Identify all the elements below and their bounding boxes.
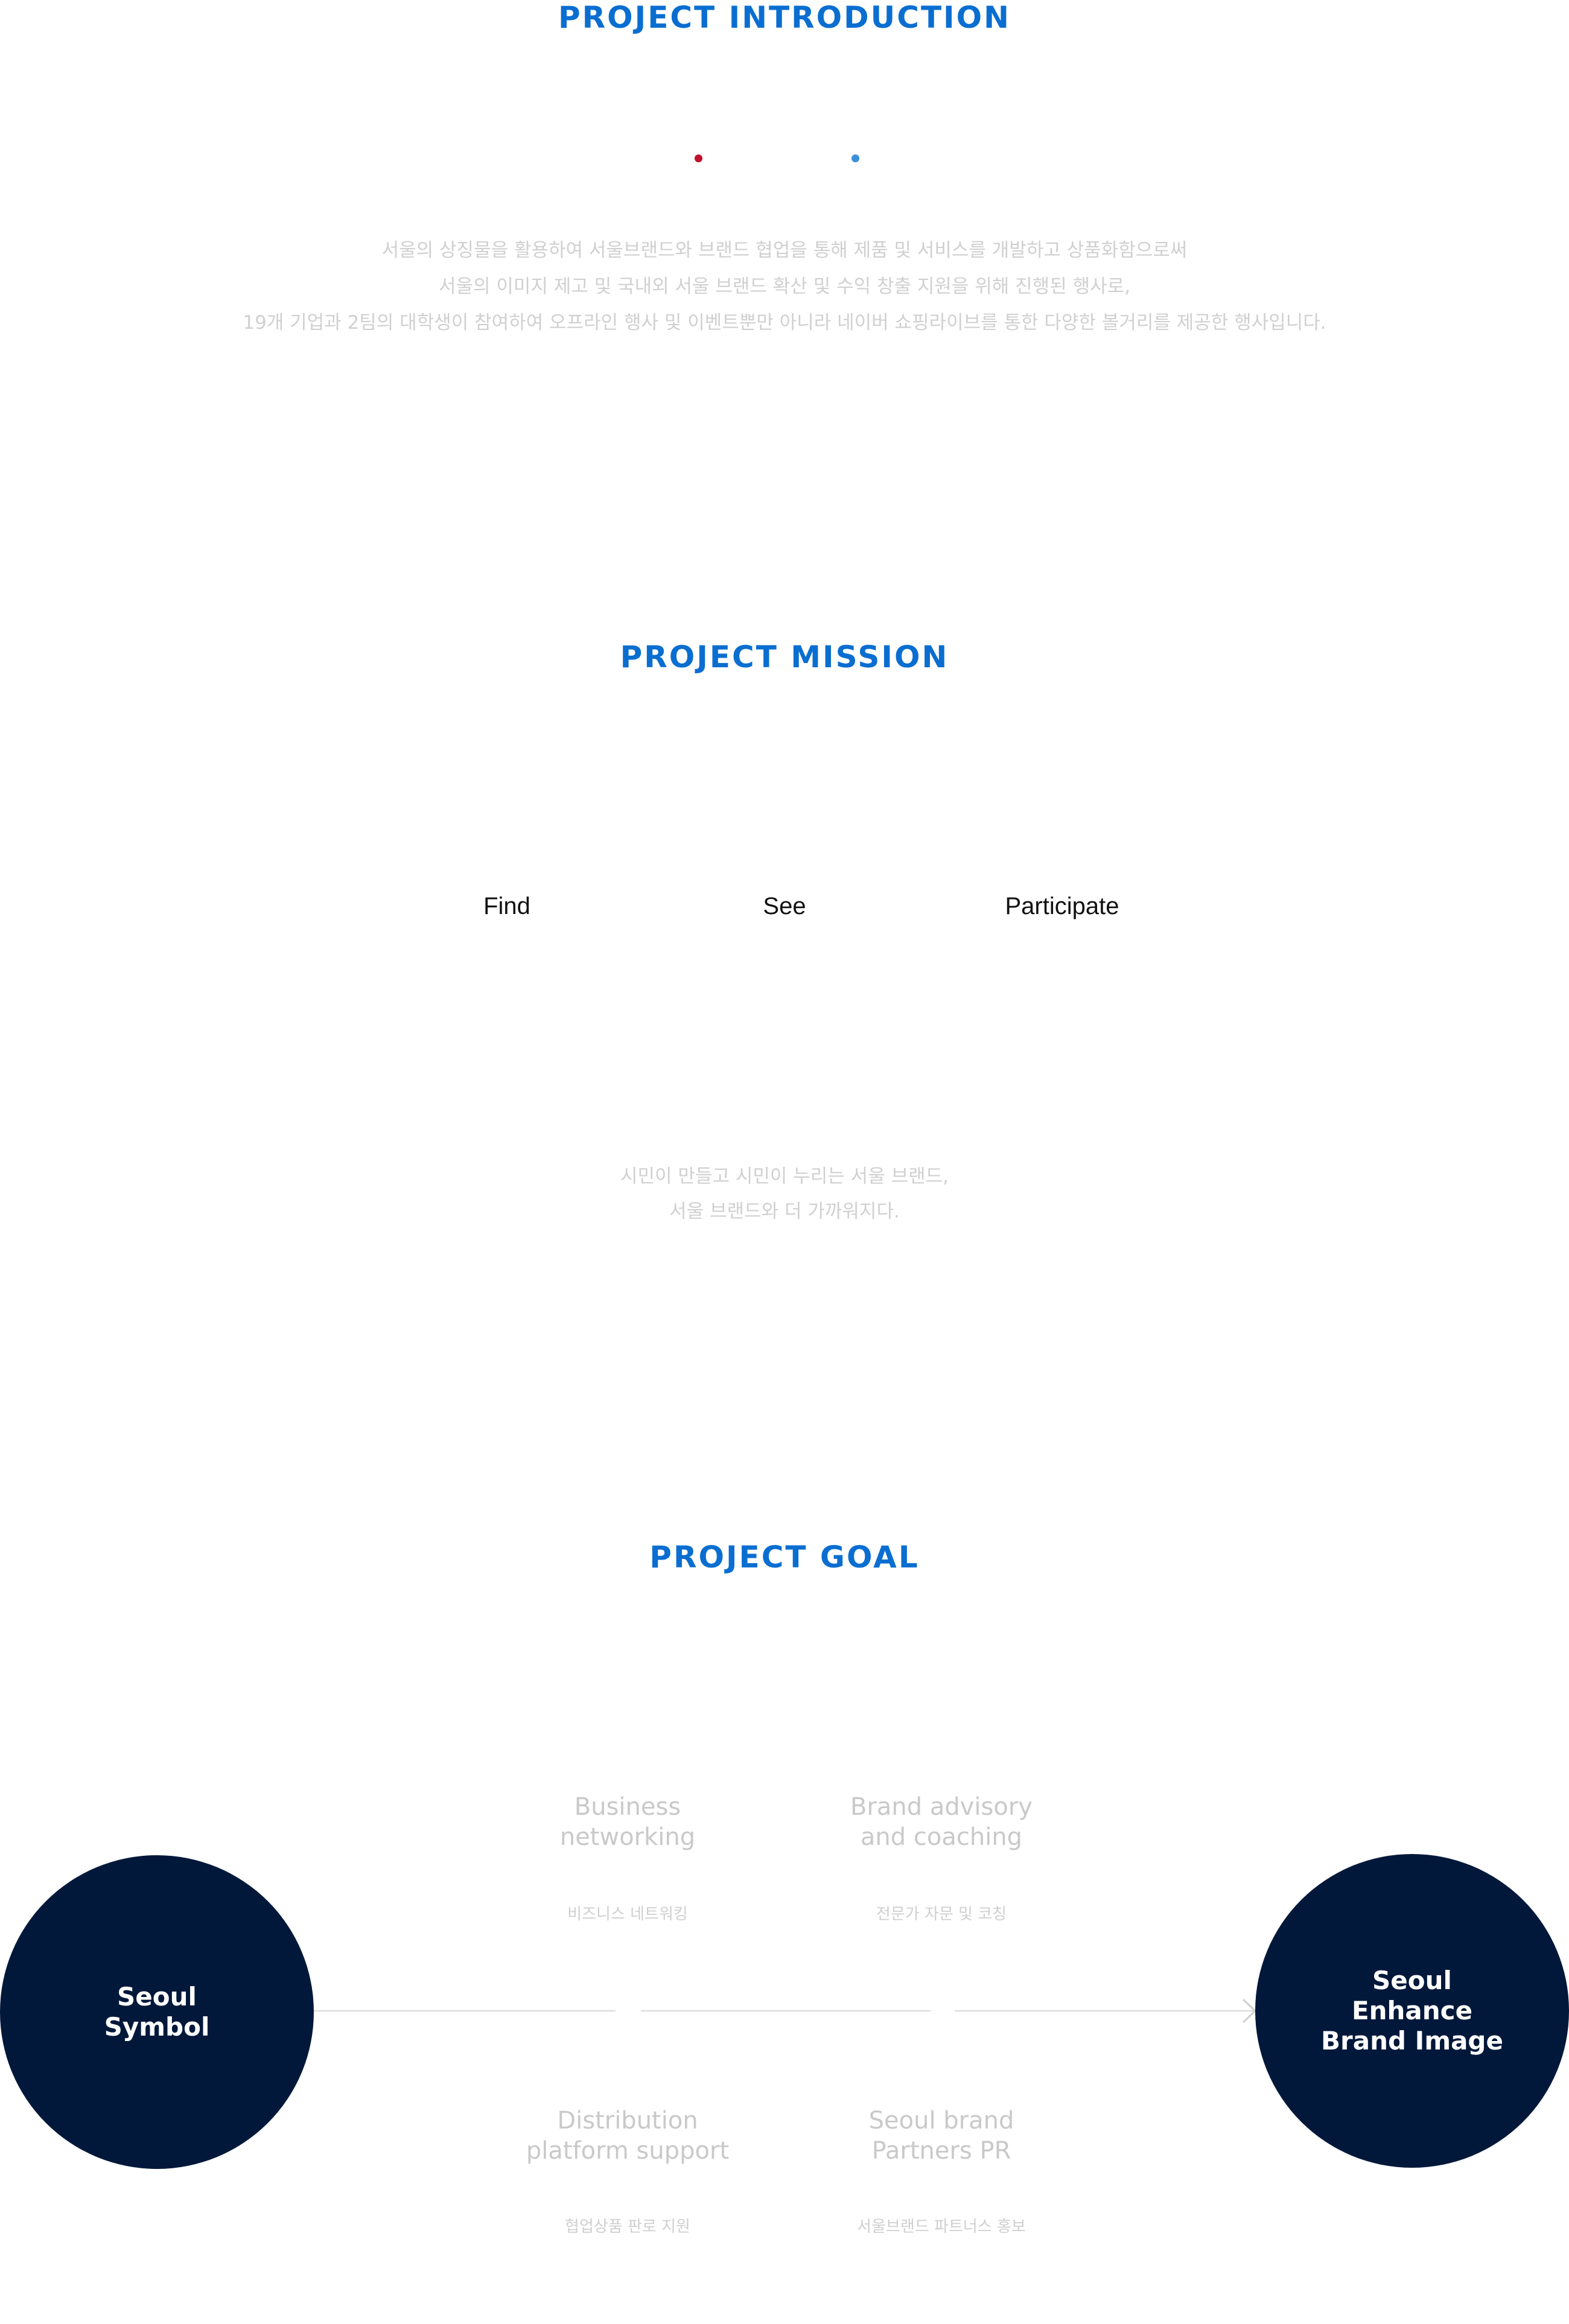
intro-line-1: 서울의 상징물을 활용하여 서울브랜드와 브랜드 협업을 통해 제품 및 서비스… bbox=[381, 240, 1188, 261]
slogan-line-1: 시민이 만들고 시민이 누리는 서울 브랜드, bbox=[620, 1166, 949, 1187]
mission-heading: PROJECT MISSION bbox=[620, 640, 949, 675]
end-circle-line-3: Brand Image bbox=[1321, 2026, 1503, 2056]
goal-item-4-title-line-2: Partners PR bbox=[871, 2137, 1011, 2165]
intro-line-3: 19개 기업과 2팀의 대학생이 참여하여 오프라인 행사 및 이벤트뿐만 아니… bbox=[243, 312, 1326, 334]
goal-item-2-title-line-1: Brand advisory bbox=[850, 1793, 1033, 1821]
intro-paragraph: 서울의 상징물을 활용하여 서울브랜드와 브랜드 협업을 통해 제품 및 서비스… bbox=[0, 232, 1569, 341]
goal-item-1-title-line-2: networking bbox=[559, 1823, 696, 1851]
start-circle-line-2: Symbol bbox=[104, 2012, 210, 2042]
slogan-line-2: 서울 브랜드와 더 가까워지다. bbox=[669, 1201, 900, 1222]
goal-item-brand-advisory-subtitle: 전문가 자문 및 코칭 bbox=[876, 1905, 1007, 1923]
seoul-symbol-circle: Seoul Symbol bbox=[0, 1855, 314, 2169]
goal-heading: PROJECT GOAL bbox=[649, 1540, 920, 1575]
mission-participate: Participate bbox=[1005, 893, 1119, 919]
flow-line-segment-1 bbox=[314, 2010, 616, 2011]
intro-heading: PROJECT INTRODUCTION bbox=[558, 0, 1011, 35]
end-circle-line-1: Seoul bbox=[1372, 1966, 1452, 1995]
goal-item-brand-advisory-title: Brand advisory and coaching bbox=[791, 1792, 1092, 1852]
flow-line-segment-2 bbox=[641, 2010, 931, 2011]
brand-image-circle: Seoul Enhance Brand Image bbox=[1255, 1854, 1569, 2168]
goal-item-3-title-line-2: platform support bbox=[526, 2137, 730, 2165]
goal-item-2-title-line-2: and coaching bbox=[860, 1823, 1023, 1851]
goal-item-1-title-line-1: Business bbox=[574, 1793, 681, 1821]
goal-item-business-networking-title: Business networking bbox=[477, 1792, 778, 1852]
mission-slogan: 시민이 만들고 시민이 누리는 서울 브랜드, 서울 브랜드와 더 가까워지다. bbox=[0, 1159, 1569, 1229]
start-circle-line-1: Seoul bbox=[117, 1982, 197, 2011]
goal-item-distribution-title: Distribution platform support bbox=[477, 2106, 778, 2166]
goal-item-business-networking-subtitle: 비즈니스 네트워킹 bbox=[567, 1905, 688, 1923]
goal-item-4-title-line-1: Seoul brand bbox=[868, 2107, 1014, 2135]
goal-item-partners-pr-title: Seoul brand Partners PR bbox=[791, 2106, 1092, 2166]
mission-find: Find bbox=[483, 893, 530, 919]
goal-item-3-title-line-1: Distribution bbox=[557, 2107, 698, 2135]
flow-line-segment-3 bbox=[955, 2010, 1255, 2011]
goal-item-distribution-subtitle: 협업상품 판로 지원 bbox=[565, 2218, 690, 2236]
mission-see: See bbox=[763, 893, 806, 919]
end-circle-line-2: Enhance bbox=[1351, 1996, 1473, 2025]
intro-dot-blue bbox=[851, 154, 859, 162]
goal-item-partners-pr-subtitle: 서울브랜드 파트너스 홍보 bbox=[857, 2218, 1026, 2236]
intro-dot-red bbox=[695, 154, 702, 162]
intro-line-2: 서울의 이미지 제고 및 국내외 서울 브랜드 확산 및 수익 창출 지원을 위… bbox=[438, 276, 1130, 297]
